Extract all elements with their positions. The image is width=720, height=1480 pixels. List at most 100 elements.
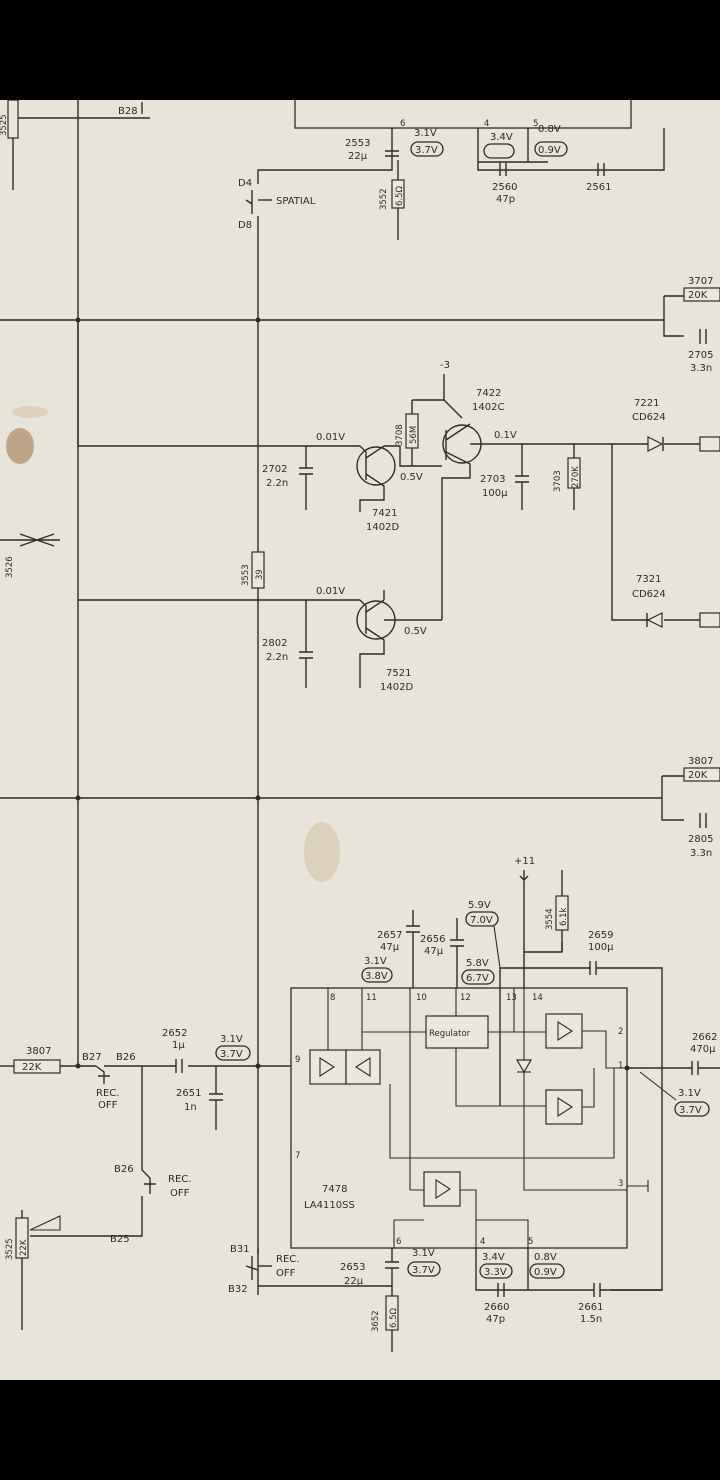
label-ic7478-val: LA4110SS bbox=[304, 1200, 355, 1211]
label-c2651-val: 1n bbox=[184, 1102, 197, 1113]
label-q7422-val: 1402C bbox=[472, 402, 504, 413]
label-d7221: 7221 bbox=[634, 398, 659, 409]
top-block: 3525 B28 2553 22µ 6 D4 SPATIAL D8 3552 6… bbox=[0, 100, 665, 1295]
label-rec-off-2b: OFF bbox=[170, 1188, 190, 1199]
volt-pin5-ovr: 0.9V bbox=[534, 1267, 557, 1278]
label-q7422: 7422 bbox=[476, 388, 501, 399]
volt-top6: 3.1V bbox=[414, 128, 437, 139]
label-d4: D4 bbox=[238, 178, 252, 189]
volt-pin1: 3.1V bbox=[678, 1088, 701, 1099]
label-d7321: 7321 bbox=[636, 574, 661, 585]
stain-mark-faint bbox=[304, 822, 340, 882]
label-r3525-top: 3525 bbox=[0, 114, 9, 136]
label-r3807-val: 20K bbox=[688, 770, 708, 781]
label-r3703-val: 270K bbox=[571, 466, 581, 488]
volt-pin6-ovr: 3.7V bbox=[412, 1265, 435, 1276]
pin-12: 12 bbox=[460, 993, 471, 1003]
pin-8: 8 bbox=[330, 993, 335, 1003]
label-r3703: 3703 bbox=[553, 470, 563, 492]
label-rec-off-3b: OFF bbox=[276, 1268, 296, 1279]
pin-4: 4 bbox=[480, 1237, 485, 1247]
label-c2705: 2705 bbox=[688, 350, 713, 361]
label-r3807b-val: 22K bbox=[22, 1062, 42, 1073]
volt-pin12-ovr: 7.0V bbox=[470, 915, 493, 926]
label-c2560-val: 47p bbox=[496, 194, 515, 205]
pin-2: 2 bbox=[618, 1027, 623, 1037]
volt-q2-base: 0.01V bbox=[316, 586, 345, 597]
volt-pin12b-ovr: 6.7V bbox=[466, 973, 489, 984]
label-c2656: 2656 bbox=[420, 934, 445, 945]
volt-top6-ovr: 3.7V bbox=[415, 145, 438, 156]
label-c2657: 2657 bbox=[377, 930, 402, 941]
label-spatial: SPATIAL bbox=[276, 196, 316, 207]
label-r3554: 3554 bbox=[545, 908, 555, 930]
pin-13: 13 bbox=[506, 993, 517, 1003]
volt-pin6: 3.1V bbox=[412, 1248, 435, 1259]
label-c2651: 2651 bbox=[176, 1088, 201, 1099]
label-minus3: -3 bbox=[440, 360, 450, 371]
label-c2657-val: 47µ bbox=[380, 942, 400, 953]
label-c2662: 2662 bbox=[692, 1032, 717, 1043]
label-c2553: 2553 bbox=[345, 138, 370, 149]
label-c2805-val: 3.3n bbox=[690, 848, 712, 859]
pin-3: 3 bbox=[618, 1179, 623, 1189]
volt-top5-ovr: 0.9V bbox=[538, 145, 561, 156]
label-r3807: 3807 bbox=[688, 756, 713, 767]
volt-pin5: 0.8V bbox=[534, 1252, 557, 1263]
label-c2652-val: 1µ bbox=[172, 1040, 185, 1051]
label-c2802-val: 2.2n bbox=[266, 652, 288, 663]
volt-pin11-ovr: 3.8V bbox=[365, 971, 388, 982]
label-r3707: 3707 bbox=[688, 276, 713, 287]
pin-11: 11 bbox=[366, 993, 377, 1003]
volt-q1-base: 0.01V bbox=[316, 432, 345, 443]
label-c2703: 2703 bbox=[480, 474, 505, 485]
pin-14: 14 bbox=[532, 993, 543, 1003]
volt-pin11: 3.1V bbox=[364, 956, 387, 967]
volt-pin1-ovr: 3.7V bbox=[679, 1105, 702, 1116]
label-r3553: 3553 bbox=[241, 564, 251, 586]
label-r3525: 3525 bbox=[5, 1238, 15, 1260]
label-rec-off-2: REC. bbox=[168, 1174, 191, 1185]
volt-pin12b: 5.8V bbox=[466, 958, 489, 969]
volt-pin9: 3.1V bbox=[220, 1034, 243, 1045]
label-r3708: 3708 bbox=[395, 424, 405, 446]
label-c2703-val: 100µ bbox=[482, 488, 508, 499]
label-c2705-val: 3.3n bbox=[690, 363, 712, 374]
transistor-section: 0.01V 2702 2.2n 0.5V 7421 1402D 3708 56M… bbox=[0, 320, 720, 693]
label-r3707-val: 20K bbox=[688, 290, 708, 301]
label-regulator: Regulator bbox=[429, 1029, 471, 1039]
label-d7221-val: CD624 bbox=[632, 412, 666, 423]
label-r3526: 3526 bbox=[5, 556, 15, 578]
label-r3552: 3552 bbox=[379, 188, 389, 210]
diode-7321 bbox=[646, 612, 663, 628]
label-pin-top6: 6 bbox=[400, 119, 405, 129]
transistor-7421 bbox=[356, 446, 396, 486]
volt-pin12: 5.9V bbox=[468, 900, 491, 911]
label-c2561: 2561 bbox=[586, 182, 611, 193]
label-b27: B27 bbox=[82, 1052, 102, 1063]
label-c2560: 2560 bbox=[492, 182, 517, 193]
label-c2702: 2702 bbox=[262, 464, 287, 475]
pin-1: 1 bbox=[618, 1061, 623, 1071]
volt-pin9-ovr: 3.7V bbox=[220, 1049, 243, 1060]
label-rec-off-1b: OFF bbox=[98, 1100, 118, 1111]
label-c2660: 2660 bbox=[484, 1302, 509, 1313]
label-c2659-val: 100µ bbox=[588, 942, 614, 953]
volt-q1-emitter: 0.5V bbox=[400, 472, 423, 483]
ic-7478-body bbox=[290, 987, 628, 1249]
volt-q2-emitter: 0.5V bbox=[404, 626, 427, 637]
label-q7421: 7421 bbox=[372, 508, 397, 519]
volt-q3: 0.1V bbox=[494, 430, 517, 441]
label-c2702-val: 2.2n bbox=[266, 478, 288, 489]
label-b31: B31 bbox=[230, 1244, 250, 1255]
pin-9: 9 bbox=[295, 1055, 300, 1065]
volt-top5: 0.8V bbox=[538, 124, 561, 135]
label-rec-off-3: REC. bbox=[276, 1254, 299, 1265]
label-c2661: 2661 bbox=[578, 1302, 603, 1313]
pin-6: 6 bbox=[396, 1237, 401, 1247]
label-ic7478: 7478 bbox=[322, 1184, 347, 1195]
label-c2653: 2653 bbox=[340, 1262, 365, 1273]
label-c2553-val: 22µ bbox=[348, 151, 368, 162]
label-r3554-val: 6.1k bbox=[559, 907, 569, 926]
label-b26: B26 bbox=[116, 1052, 136, 1063]
